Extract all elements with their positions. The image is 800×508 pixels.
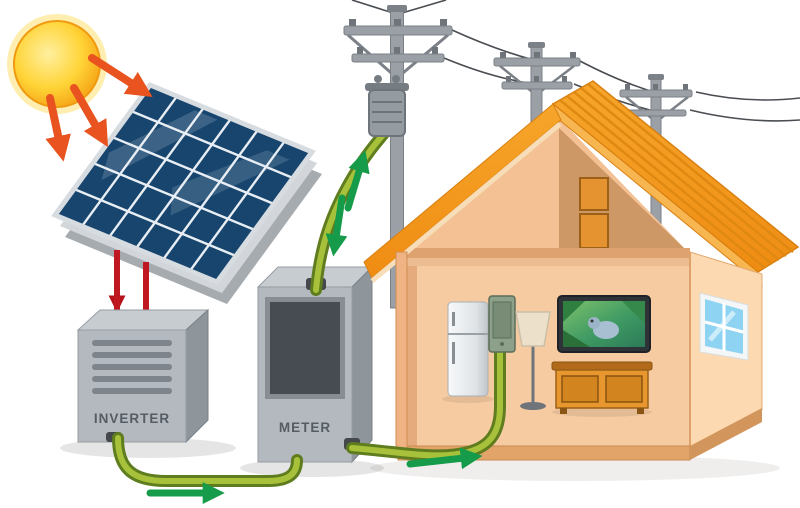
floor-lamp-icon [515, 311, 551, 410]
inverter-vents [92, 340, 172, 394]
sun-icon [7, 14, 107, 114]
attic-shelf [579, 213, 609, 249]
interior-left-shade [405, 258, 417, 448]
left-wall-edge [395, 251, 408, 449]
meter-screen [270, 302, 340, 394]
house-base-right [690, 408, 762, 460]
sun-ray-arrow-icon [45, 94, 71, 162]
meter-label: METER [279, 420, 331, 435]
energy-flow-arrow-up-icon [344, 150, 370, 212]
house-furniture [442, 295, 653, 417]
pole-insulators [349, 19, 447, 55]
breaker-panel-icon [488, 295, 516, 353]
roof-stripes [559, 83, 794, 269]
sun-ray-arrows [45, 54, 153, 162]
meter-icon: METER [240, 265, 384, 477]
transformer-icon [365, 75, 409, 137]
inverter-label: INVERTER [94, 411, 170, 426]
panel-face [55, 85, 312, 282]
sun-ray-arrow-icon [88, 54, 153, 97]
inverter-icon: INVERTER [60, 308, 236, 458]
cabinet-icon [551, 361, 653, 417]
solar-panel-icon [55, 85, 322, 304]
energy-flow-arrow-down-icon [325, 194, 348, 257]
ac-cable-meter-to-grid [310, 124, 393, 296]
tv-icon [557, 295, 651, 353]
window-icon [699, 292, 749, 361]
attic-floor [405, 248, 690, 258]
attic-shelf [579, 177, 609, 211]
ac-cable-inverter-to-meter [112, 432, 303, 487]
interior-ceiling-shade [405, 258, 690, 266]
energy-flow-arrow-icon [406, 447, 483, 470]
fridge-icon [442, 301, 494, 403]
sun-ray-arrow-icon [70, 84, 109, 148]
